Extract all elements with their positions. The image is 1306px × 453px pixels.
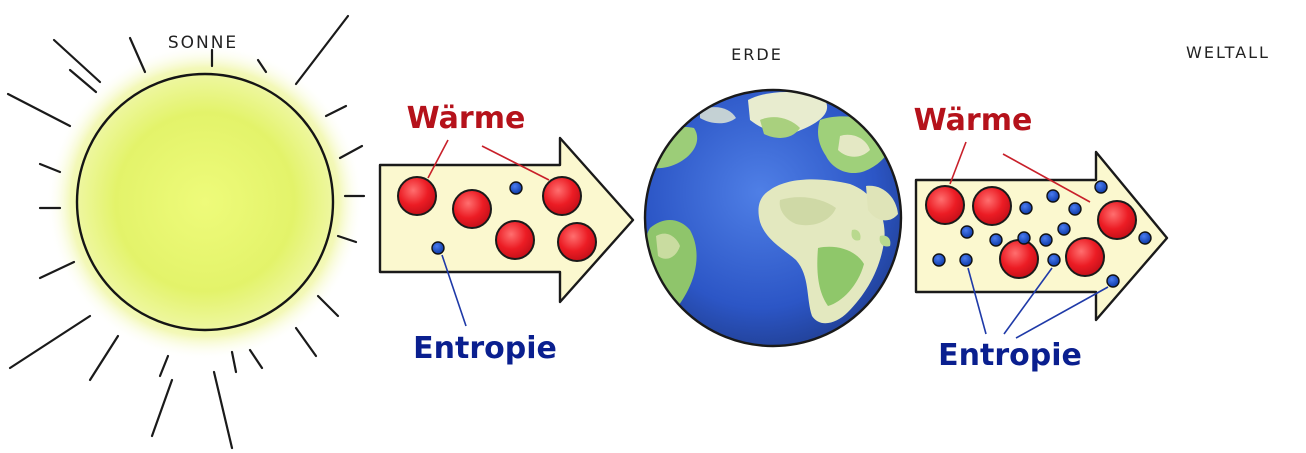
entropy-particle bbox=[1019, 201, 1033, 215]
arrow-out bbox=[914, 141, 1169, 339]
entropy-particle bbox=[959, 253, 973, 267]
arrow-in bbox=[378, 136, 635, 327]
sun-disc bbox=[75, 72, 335, 332]
arrow-in-leaders bbox=[427, 139, 550, 327]
heat-particle bbox=[557, 222, 597, 262]
entropy-particle bbox=[431, 241, 445, 255]
entropy-particle bbox=[1039, 233, 1053, 247]
arrow-out-heat-label: Wärme bbox=[914, 103, 1033, 138]
entropy-particle bbox=[1068, 202, 1082, 216]
sun bbox=[6, 14, 366, 450]
earth-label: ERDE bbox=[731, 45, 783, 64]
entropy-particle bbox=[1046, 189, 1060, 203]
entropy-particle bbox=[1138, 231, 1152, 245]
arrow-in-entropy-label: Entropie bbox=[413, 331, 557, 366]
heat-particle bbox=[542, 176, 582, 216]
entropy-particle bbox=[1094, 180, 1108, 194]
arrow-in-entropy-particles bbox=[431, 181, 523, 255]
heat-particle bbox=[452, 189, 492, 229]
sun-label: SONNE bbox=[168, 33, 238, 53]
heat-particle bbox=[925, 185, 965, 225]
heat-particle bbox=[397, 176, 437, 216]
heat-particle bbox=[972, 186, 1012, 226]
entropy-particle bbox=[960, 225, 974, 239]
entropy-particle bbox=[1017, 231, 1031, 245]
heat-particle bbox=[495, 220, 535, 260]
entropy-particle bbox=[1106, 274, 1120, 288]
entropy-particle bbox=[1047, 253, 1061, 267]
entropy-particle bbox=[509, 181, 523, 195]
entropy-particle bbox=[932, 253, 946, 267]
earth bbox=[643, 88, 903, 348]
heat-particle bbox=[1065, 237, 1105, 277]
space-label: WELTALL bbox=[1186, 43, 1270, 62]
arrow-in-heat-particles bbox=[397, 176, 597, 262]
arrow-out-heat-particles bbox=[925, 185, 1137, 279]
arrow-out-entropy-particles bbox=[932, 180, 1152, 288]
heat-particle bbox=[999, 239, 1039, 279]
arrow-out-leaders bbox=[949, 141, 1109, 339]
heat-particle bbox=[1097, 200, 1137, 240]
arrow-out-entropy-label: Entropie bbox=[938, 338, 1082, 373]
entropy-particle bbox=[989, 233, 1003, 247]
arrow-in-heat-label: Wärme bbox=[407, 101, 526, 136]
arrow-in-shape bbox=[378, 136, 635, 304]
sun-rays bbox=[6, 14, 366, 450]
entropy-particle bbox=[1057, 222, 1071, 236]
earth-outline bbox=[643, 88, 903, 348]
